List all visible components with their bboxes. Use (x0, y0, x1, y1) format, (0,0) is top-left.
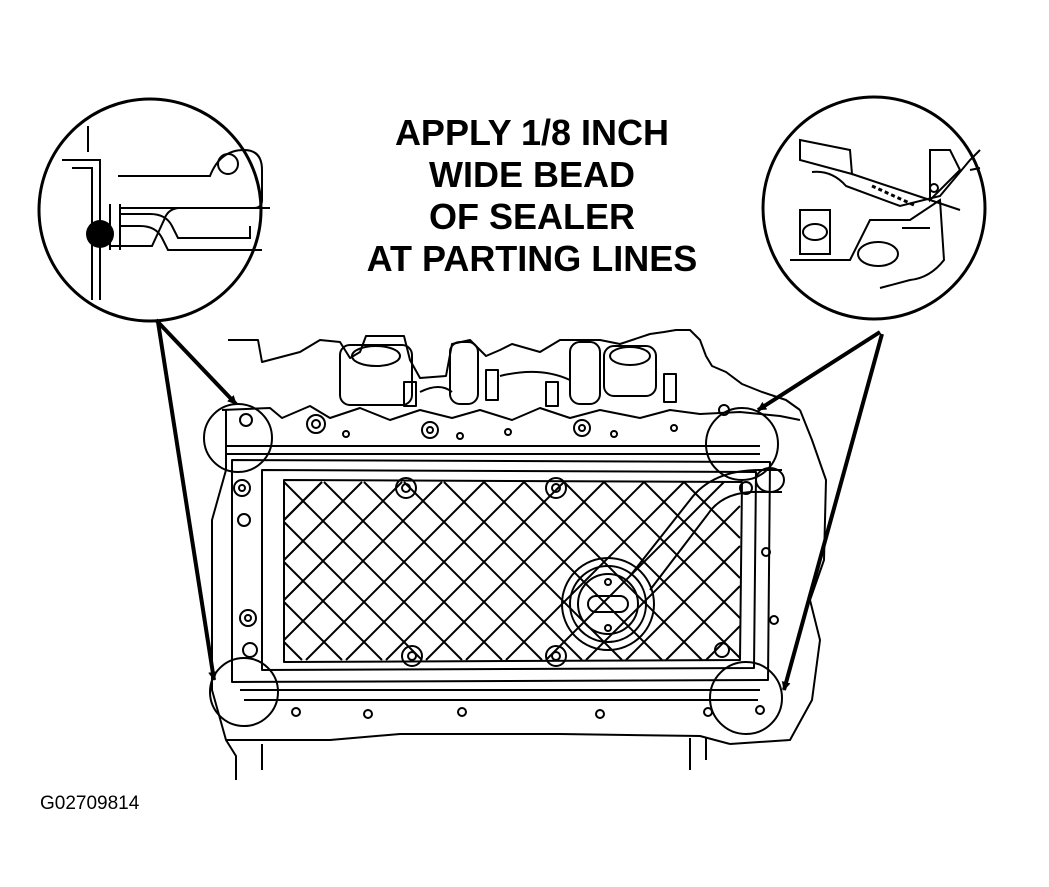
caption-line: AT PARTING LINES (366, 238, 698, 279)
caption-line: APPLY 1/8 INCH (394, 112, 670, 153)
pointer-arrows (154, 318, 884, 691)
instruction-caption: APPLY 1/8 INCH WIDE BEAD OF SEALER AT PA… (300, 112, 764, 280)
engine-block (211, 329, 827, 780)
caption-line: WIDE BEAD (429, 154, 635, 195)
detail-circle-right (761, 95, 987, 321)
figure-id: G02709814 (40, 793, 140, 814)
caption-line: OF SEALER (428, 196, 635, 237)
baffle-grid (283, 481, 741, 661)
target-circles (203, 403, 783, 735)
detail-circle-left (37, 97, 270, 323)
